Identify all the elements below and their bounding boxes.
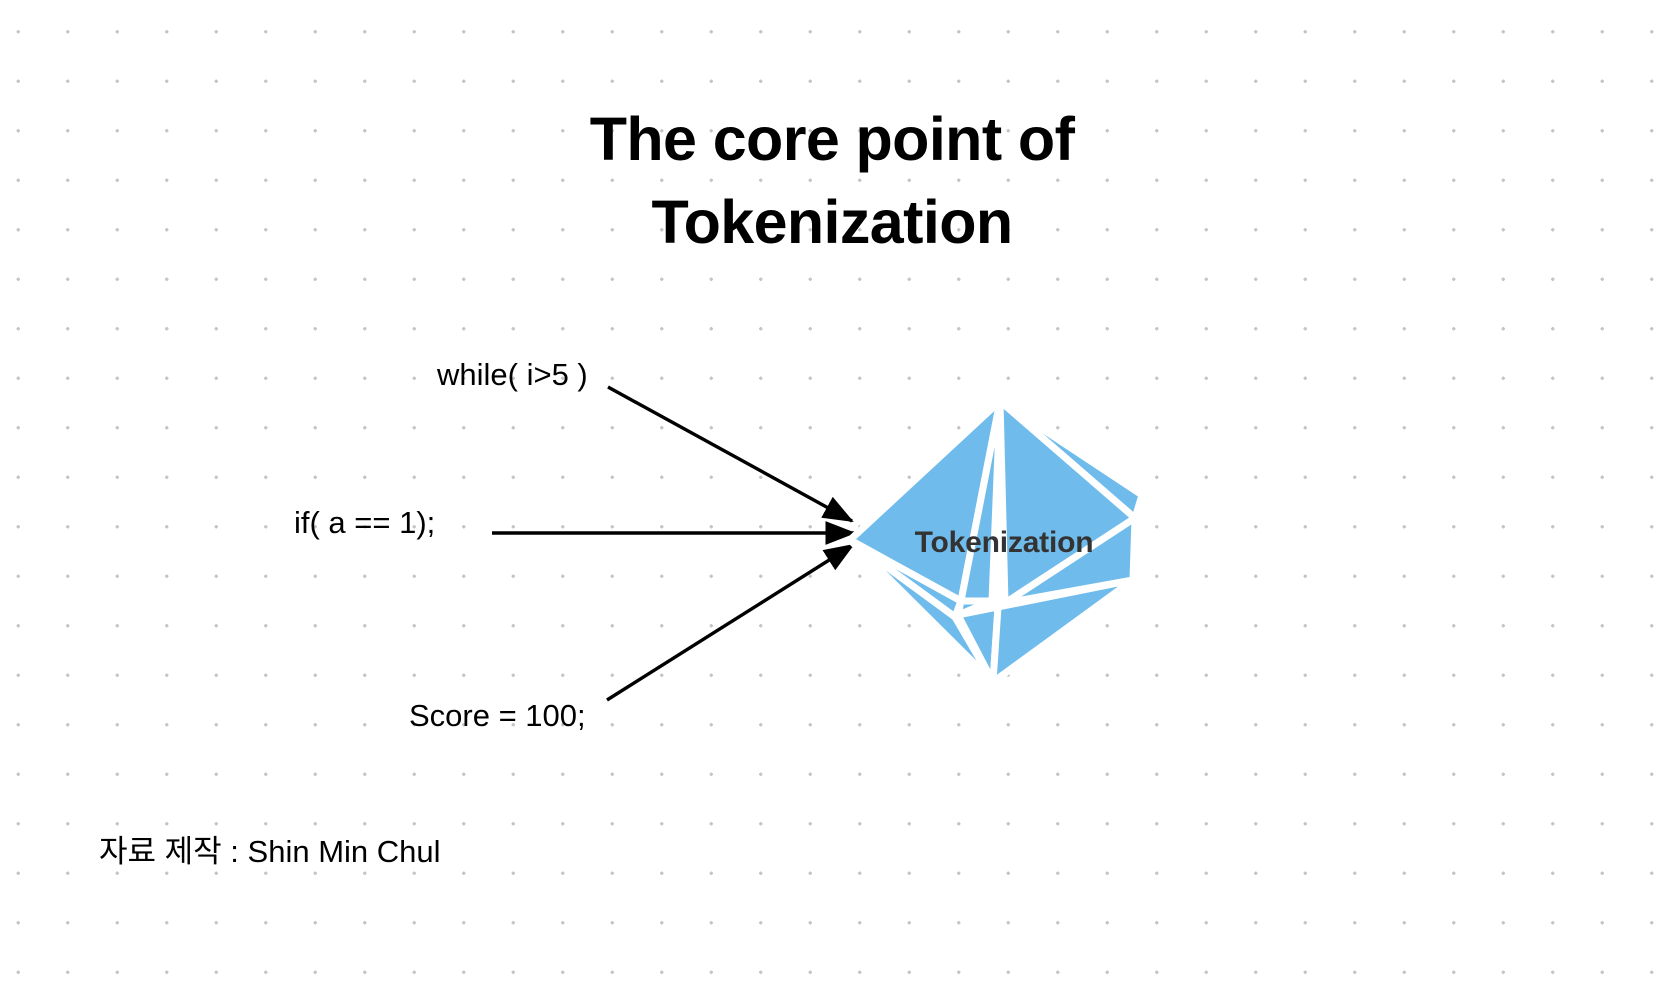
page-title-line-1: The core point of [589, 105, 1075, 173]
icosahedron-icon [846, 397, 1146, 686]
page-title-line-2: Tokenization [651, 188, 1013, 256]
credit-text: 자료 제작 : Shin Min Chul [99, 834, 441, 869]
facet-right-upper [996, 397, 1146, 522]
shape-label: Tokenization [914, 525, 1094, 559]
code-label-if: if( a == 1); [294, 505, 436, 540]
code-label-score: Score = 100; [409, 698, 586, 733]
arrow-from-score [606, 543, 855, 702]
tokenization-shape: Tokenization [845, 395, 1146, 690]
page-title: The core point of Tokenization [332, 98, 1332, 264]
arrow-from-while [607, 385, 854, 523]
facet-right-lower [1001, 514, 1139, 607]
code-label-while: while( i>5 ) [437, 357, 588, 392]
